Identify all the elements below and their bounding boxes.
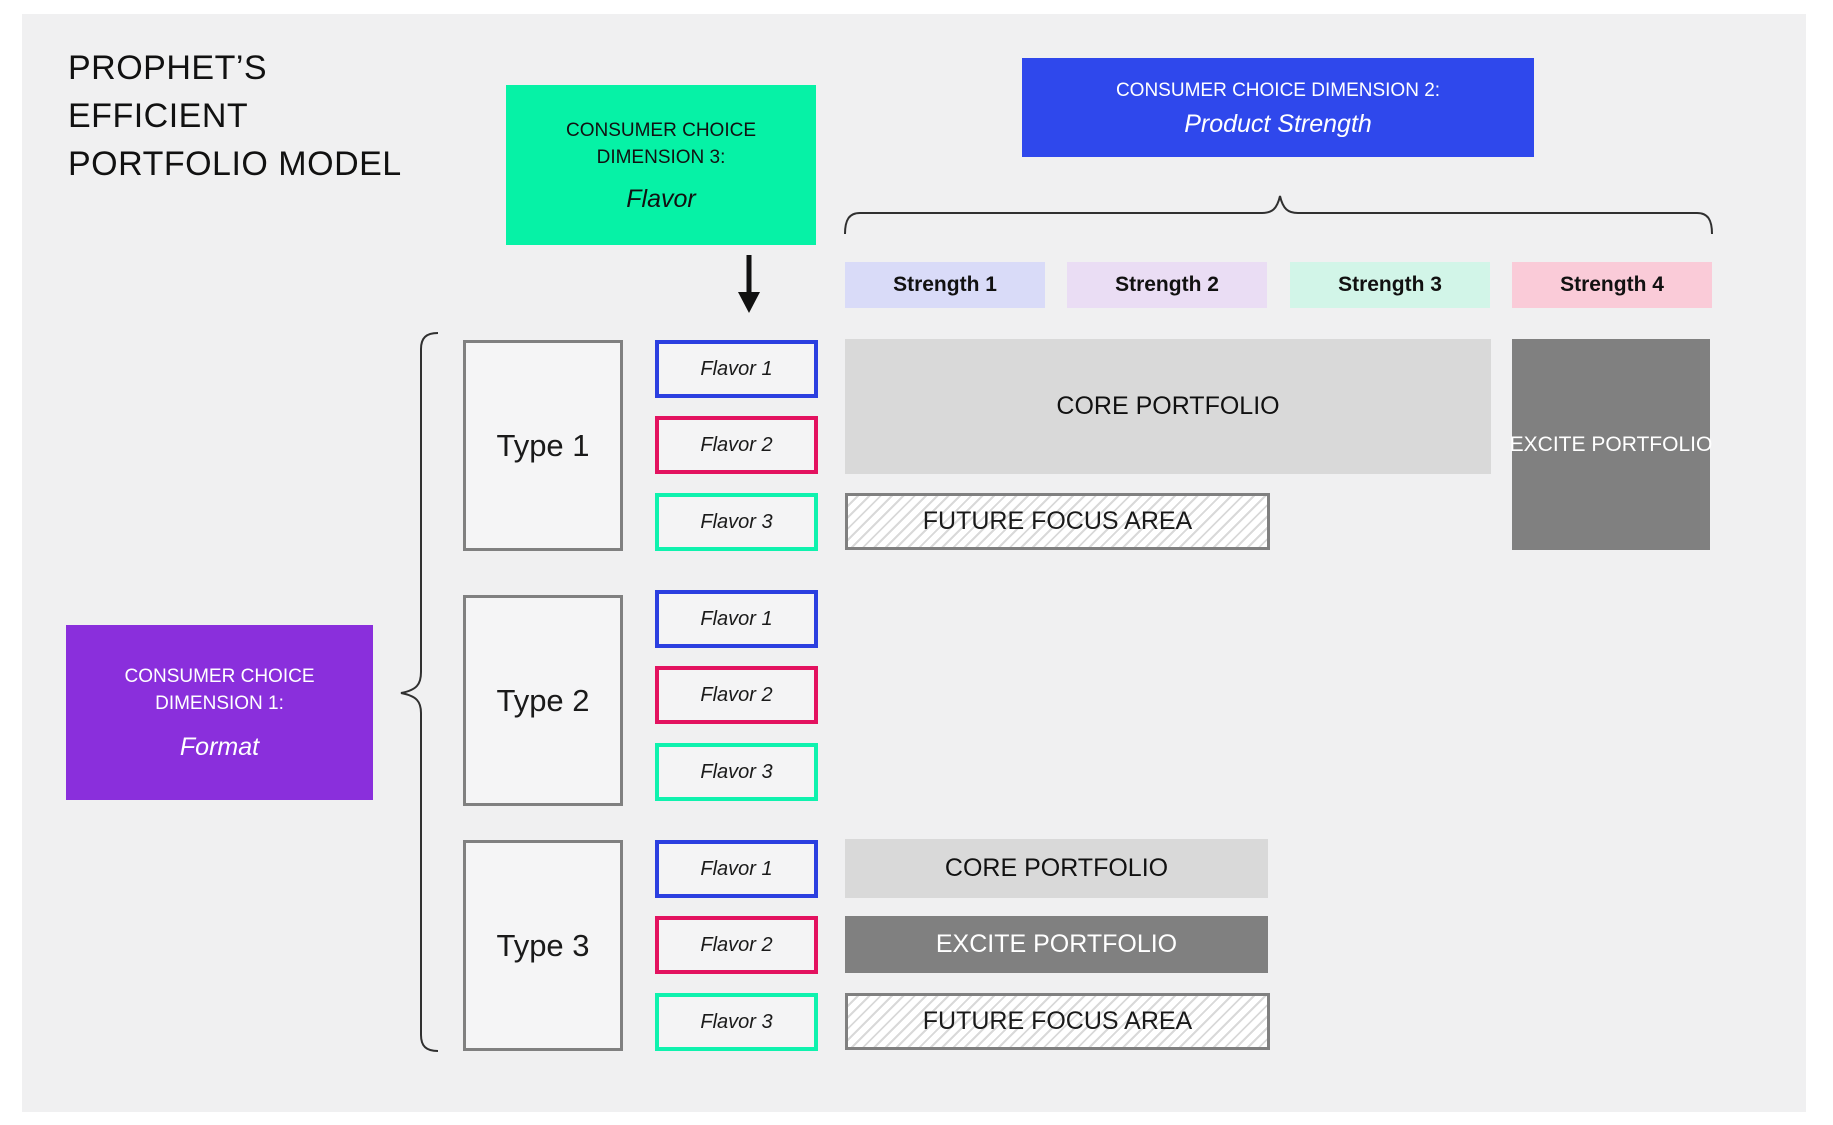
excite-portfolio-area-bottom: EXCITE PORTFOLIO: [845, 916, 1268, 973]
type-1-box: Type 1: [463, 340, 623, 551]
core-portfolio-area-bottom: CORE PORTFOLIO: [845, 839, 1268, 898]
title-line-1: PROPHET’S: [68, 49, 268, 87]
dimension-2-heading: CONSUMER CHOICE DIMENSION 2:: [1115, 79, 1441, 101]
type-3-box: Type 3: [463, 840, 623, 1051]
dimension-2-value: Product Strength: [1184, 109, 1372, 138]
type1-flavor-2-box: Flavor 2: [655, 416, 818, 474]
dimension-2-box: CONSUMER CHOICE DIMENSION 2: Product Str…: [1022, 58, 1534, 157]
type3-flavor-3-box: Flavor 3: [655, 993, 818, 1051]
type3-flavor-2-box: Flavor 2: [655, 916, 818, 974]
title-line-3: PORTFOLIO MODEL: [68, 145, 402, 183]
future-focus-area-bottom: FUTURE FOCUS AREA: [845, 993, 1270, 1050]
type2-flavor-1-box: Flavor 1: [655, 590, 818, 648]
dimension-3-value: Flavor: [626, 184, 696, 213]
strength-2-header: Strength 2: [1067, 262, 1267, 308]
dimension-1-heading: CONSUMER CHOICE DIMENSION 1:: [124, 666, 315, 714]
dimension-1-value: Format: [179, 733, 260, 761]
core-portfolio-area-top: CORE PORTFOLIO: [845, 339, 1491, 474]
future-focus-area-top: FUTURE FOCUS AREA: [845, 493, 1270, 550]
type-2-box: Type 2: [463, 595, 623, 806]
strength-4-header: Strength 4: [1512, 262, 1712, 308]
strength-3-header: Strength 3: [1290, 262, 1490, 308]
title-line-2: EFFICIENT: [68, 97, 249, 135]
type2-flavor-2-box: Flavor 2: [655, 666, 818, 724]
dimension-1-box: CONSUMER CHOICE DIMENSION 1: Format: [66, 625, 373, 800]
strength-1-header: Strength 1: [845, 262, 1045, 308]
type2-flavor-3-box: Flavor 3: [655, 743, 818, 801]
type3-flavor-1-box: Flavor 1: [655, 840, 818, 898]
excite-portfolio-area-top: EXCITE PORTFOLIO: [1510, 339, 1712, 550]
page-title: PROPHET’S EFFICIENT PORTFOLIO MODEL: [68, 44, 402, 188]
type1-flavor-3-box: Flavor 3: [655, 493, 818, 551]
dimension-3-box: CONSUMER CHOICE DIMENSION 3: Flavor: [506, 85, 816, 245]
type1-flavor-1-box: Flavor 1: [655, 340, 818, 398]
dimension-3-heading: CONSUMER CHOICE DIMENSION 3:: [565, 119, 756, 168]
